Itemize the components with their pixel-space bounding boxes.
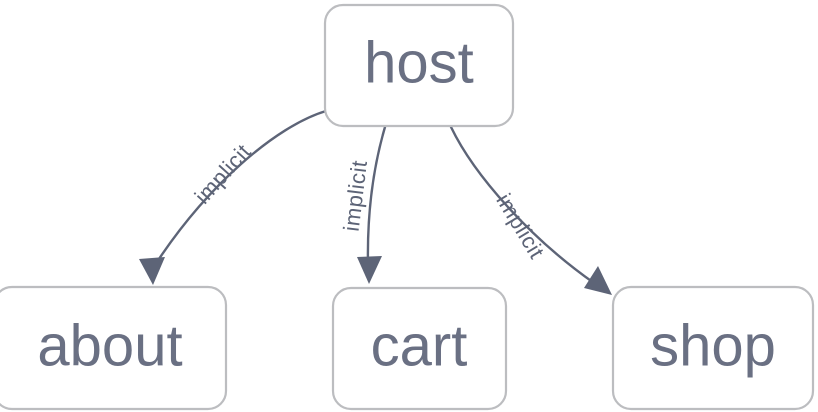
nodes-layer: host about cart shop (0, 3, 815, 411)
edge-label-host-shop: implicit (491, 189, 549, 263)
edge-label-host-about: implicit (190, 139, 256, 209)
arrowhead-icon-host-cart (357, 256, 382, 284)
node-about[interactable]: about (0, 285, 228, 411)
edge-path-host-cart[interactable] (366, 125, 387, 267)
node-cart[interactable]: cart (331, 286, 508, 411)
node-shop-label: shop (650, 313, 776, 378)
edge-label-host-cart: implicit (339, 159, 372, 233)
edge-path-host-shop[interactable] (449, 125, 596, 285)
node-host-label: host (364, 30, 474, 95)
node-host[interactable]: host (323, 3, 515, 128)
arrowhead-icon-host-about (139, 257, 165, 285)
node-about-box[interactable] (0, 285, 228, 411)
edges-layer (139, 109, 612, 295)
edge-path-host-about[interactable] (151, 109, 328, 270)
arrowhead-icon-host-shop (584, 266, 612, 295)
edge-host-shop[interactable] (449, 125, 612, 295)
node-cart-box[interactable] (331, 286, 508, 411)
edge-host-about[interactable] (139, 109, 328, 285)
node-shop-box[interactable] (611, 285, 815, 411)
node-about-label: about (37, 313, 182, 378)
edge-host-cart[interactable] (357, 125, 387, 284)
node-cart-label: cart (371, 313, 468, 378)
node-host-box[interactable] (323, 3, 515, 128)
node-shop[interactable]: shop (611, 285, 815, 411)
